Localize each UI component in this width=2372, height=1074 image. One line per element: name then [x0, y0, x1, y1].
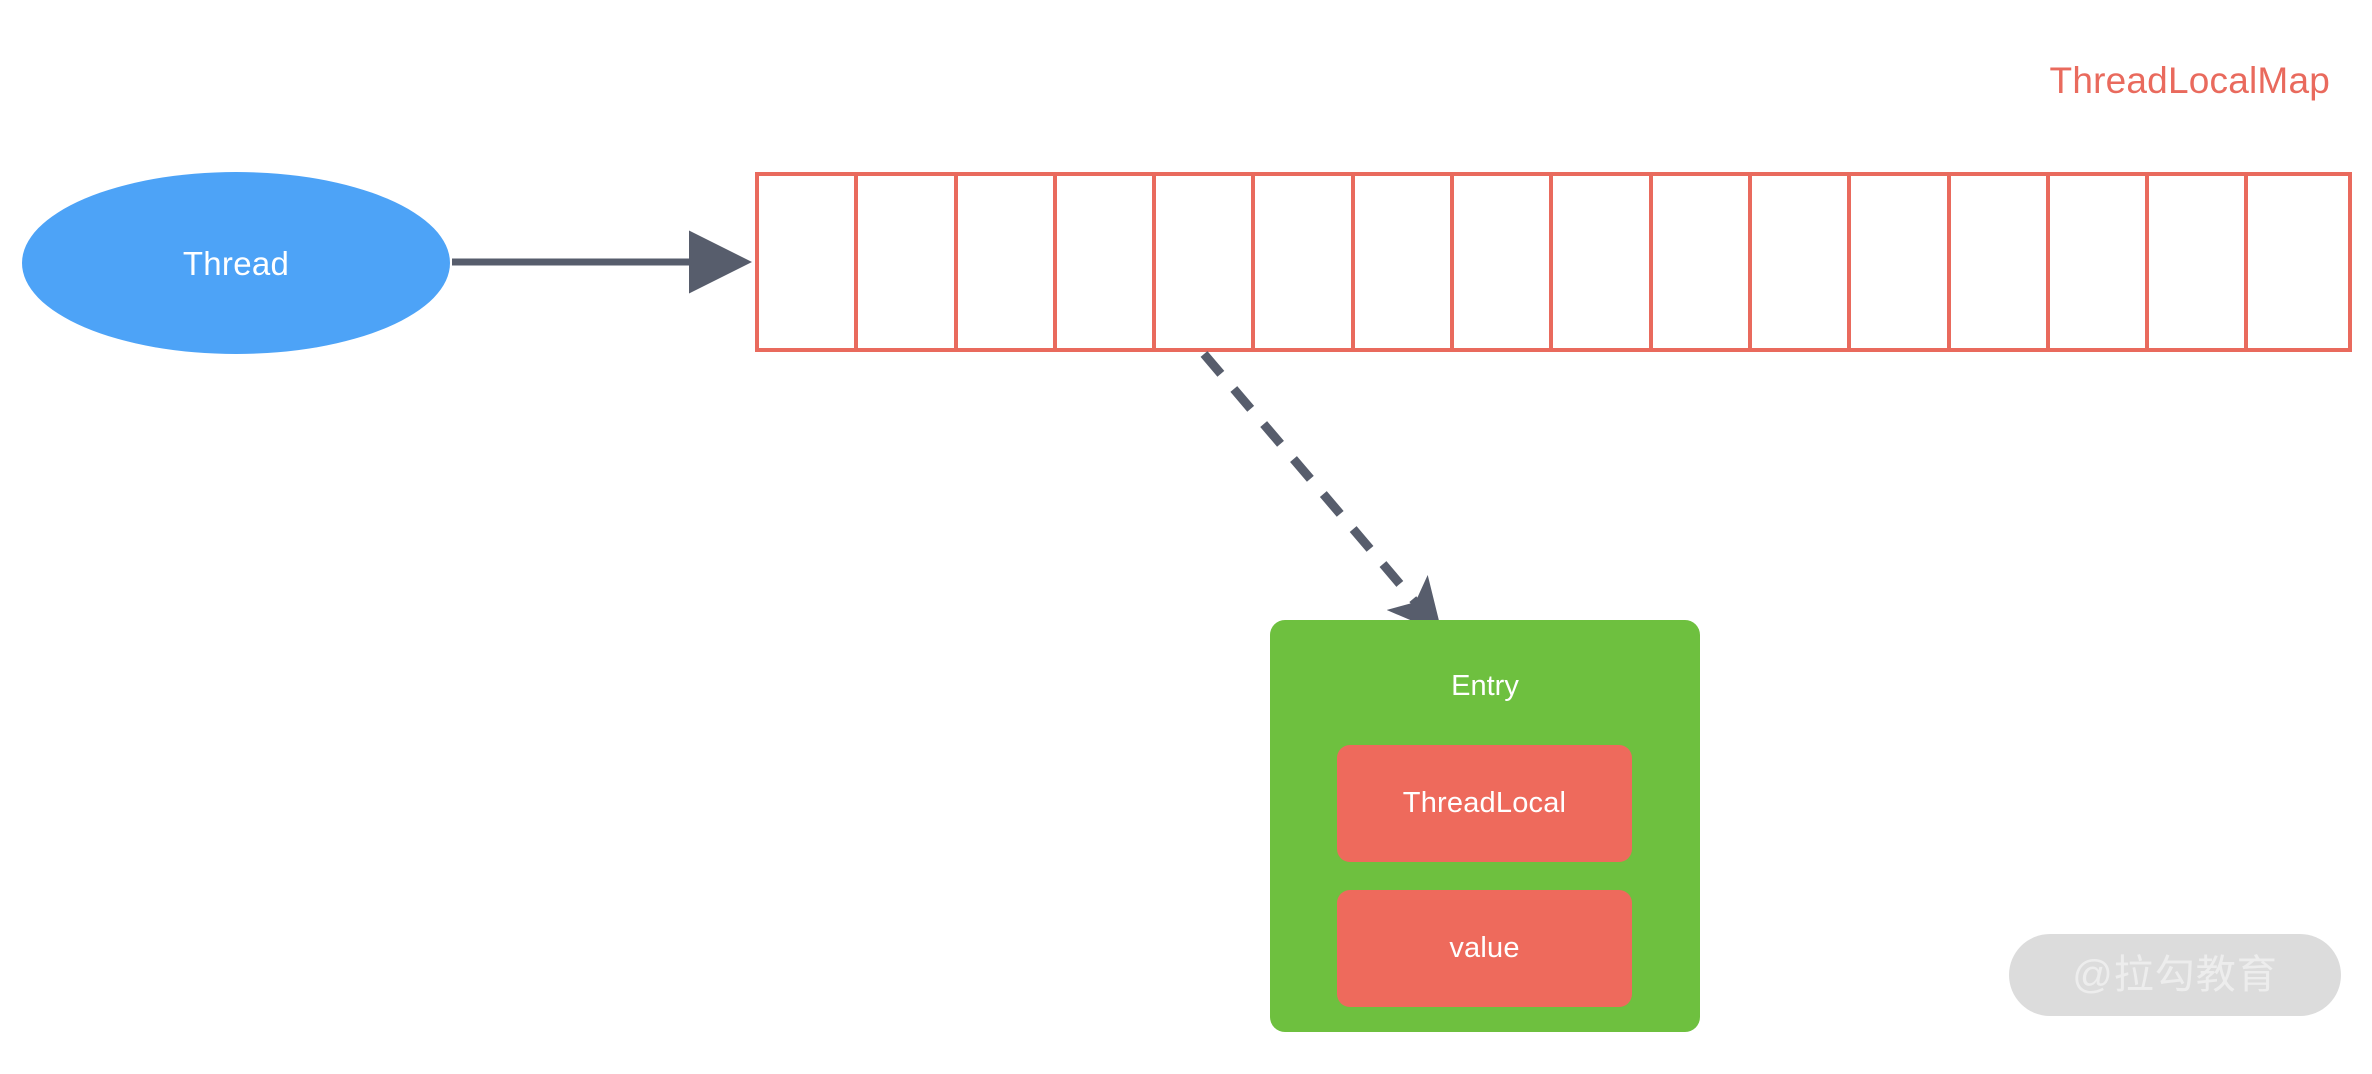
- map-slot-2: [957, 176, 1057, 348]
- map-slot-12: [1950, 176, 2050, 348]
- page-title: ThreadLocalMap: [2049, 60, 2330, 101]
- thread-node: Thread: [22, 172, 450, 354]
- map-slot-9: [1652, 176, 1752, 348]
- map-slot-11: [1851, 176, 1951, 348]
- entry-node-title: Entry: [1451, 670, 1519, 702]
- map-slot-8: [1553, 176, 1653, 348]
- entry-field-value-label: value: [1449, 932, 1520, 964]
- map-slot-13: [2049, 176, 2150, 348]
- map-slot-4: [1156, 176, 1256, 348]
- slot-to-entry-arrow: [1200, 351, 1443, 634]
- map-slot-6: [1354, 176, 1455, 348]
- map-slot-10: [1751, 176, 1852, 348]
- map-slot-15: [2248, 176, 2348, 348]
- threadlocalmap-array: [755, 172, 2352, 352]
- map-slot-0: [759, 176, 859, 348]
- thread-node-label: Thread: [182, 244, 290, 282]
- map-slot-14: [2149, 176, 2249, 348]
- watermark-badge: @拉勾教育: [2009, 934, 2341, 1016]
- map-slot-7: [1454, 176, 1554, 348]
- entry-field-threadlocal: ThreadLocal: [1337, 745, 1632, 862]
- entry-field-threadlocal-label: ThreadLocal: [1402, 787, 1567, 819]
- watermark-text: @拉勾教育: [2072, 953, 2278, 997]
- map-slot-1: [858, 176, 958, 348]
- entry-node: Entry ThreadLocal value: [1270, 620, 1700, 1032]
- map-slot-3: [1056, 176, 1157, 348]
- map-slot-5: [1255, 176, 1355, 348]
- entry-field-value: value: [1337, 890, 1632, 1007]
